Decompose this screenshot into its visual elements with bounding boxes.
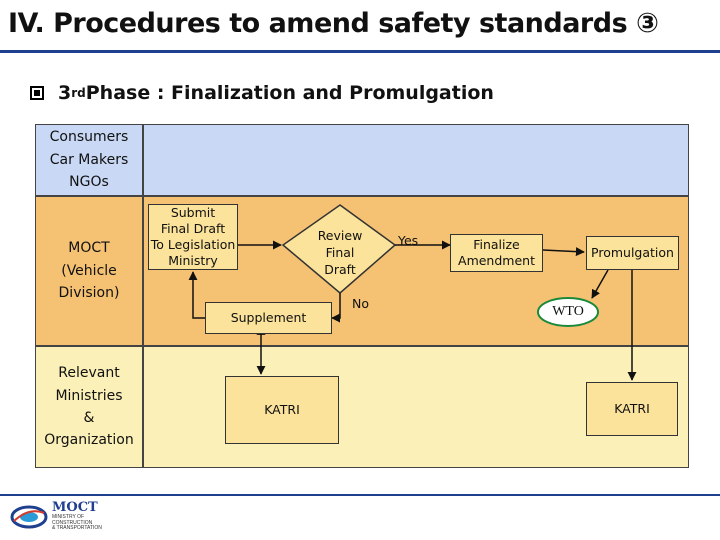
box-line: Amendment xyxy=(458,253,535,268)
lane-label-line: Car Makers xyxy=(49,151,129,168)
lane-label-ministries: Relevant Ministries & Organization xyxy=(35,346,143,468)
title-divider xyxy=(0,50,720,53)
no-label: No xyxy=(352,296,369,311)
submit-final-draft-box: Submit Final Draft To Legislation Minist… xyxy=(148,204,238,270)
phase-number: 3 xyxy=(58,82,72,104)
lane-label-moct: MOCT (Vehicle Division) xyxy=(35,196,143,346)
logo-name: MOCT xyxy=(52,500,98,515)
diamond-line: Review xyxy=(317,228,363,243)
diamond-line: Final xyxy=(325,244,355,260)
box-line: Submit xyxy=(170,204,216,220)
lane-label-line: Division) xyxy=(58,285,120,302)
box-line: Final Draft xyxy=(160,220,226,236)
review-final-draft-label: Review Final Draft xyxy=(300,228,380,279)
yes-label: Yes xyxy=(398,233,419,248)
promulgation-box: Promulgation xyxy=(586,236,679,270)
lane-label-line: Organization xyxy=(44,432,134,449)
lane-label-line: Consumers xyxy=(49,129,129,146)
diamond-line: Draft xyxy=(324,261,356,277)
lane-label-line: MOCT xyxy=(68,240,110,257)
lane-label-line: (Vehicle xyxy=(61,262,117,279)
moct-emblem-icon xyxy=(10,505,48,529)
supplement-box: Supplement xyxy=(205,302,332,334)
wto-label: WTO xyxy=(552,304,584,319)
footer-divider xyxy=(0,494,720,496)
slide-title: IV. Procedures to amend safety standards… xyxy=(8,8,659,39)
box-line: To Legislation xyxy=(150,237,236,252)
logo-sub-line: CONSTRUCTION xyxy=(52,519,93,526)
finalize-amendment-box: Finalize Amendment xyxy=(450,234,543,272)
box-line: Ministry xyxy=(168,253,218,269)
katri-right-box: KATRI xyxy=(586,382,678,436)
phase-ordinal: rd xyxy=(71,86,86,100)
lane-label-line: & xyxy=(83,410,95,426)
square-bullet-icon xyxy=(30,86,44,100)
logo-sub-line: MINISTRY OF xyxy=(52,514,85,520)
lane-label-line: Ministries xyxy=(55,387,123,404)
lane-label-line: NGOs xyxy=(69,174,109,191)
katri-left-box: KATRI xyxy=(225,376,339,444)
lane-label-consumers: Consumers Car Makers NGOs xyxy=(35,124,143,196)
phase-text: Phase : Finalization and Promulgation xyxy=(85,82,494,104)
moct-logo: MOCT MINISTRY OF CONSTRUCTION & TRANSPOR… xyxy=(10,500,102,532)
lane-label-line: Relevant xyxy=(58,365,120,382)
lane-consumers xyxy=(143,124,689,196)
logo-sub-line: & TRANSPORTATION xyxy=(52,525,102,531)
box-line: Finalize xyxy=(473,236,520,252)
